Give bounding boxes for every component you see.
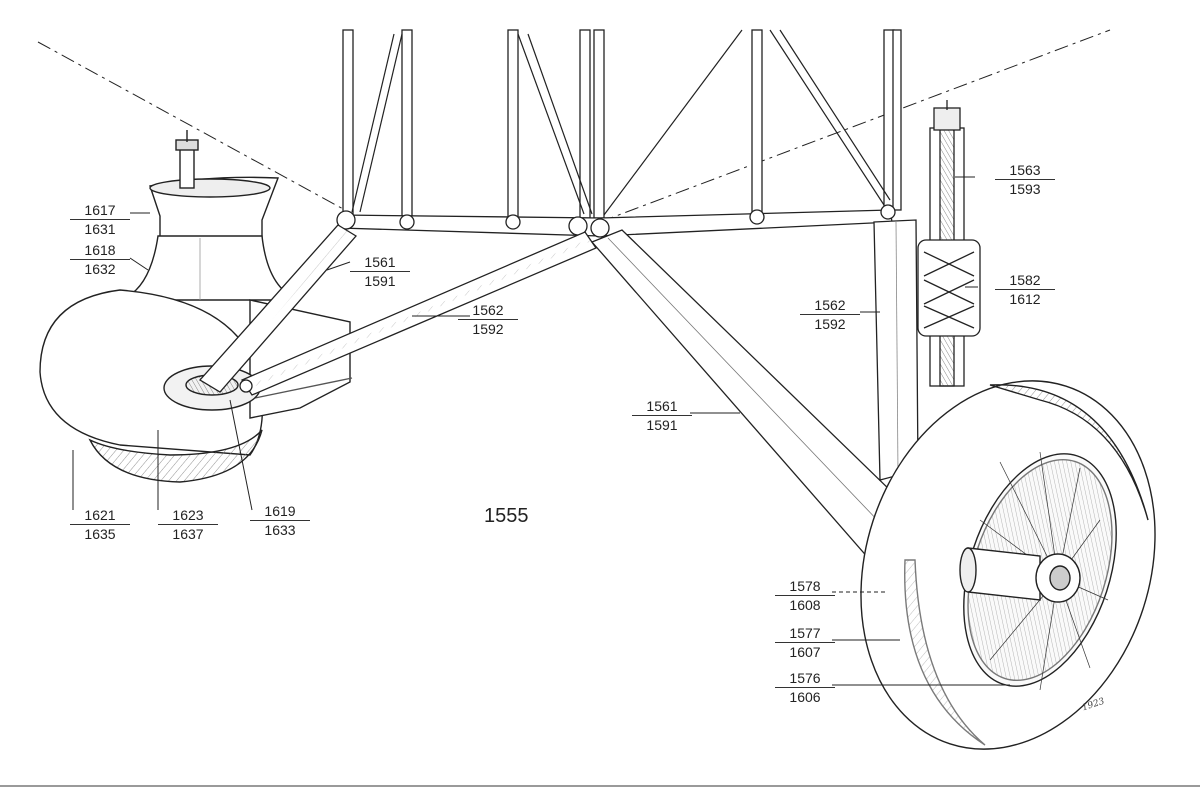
right-struts bbox=[590, 219, 919, 562]
part-number: 1623 bbox=[158, 507, 218, 525]
part-number: 1618 bbox=[70, 242, 130, 260]
callout-1576: 1576 1606 bbox=[775, 670, 835, 705]
alt-part-number: 1607 bbox=[789, 644, 821, 660]
part-number: 1561 bbox=[632, 398, 692, 416]
part-number: 1577 bbox=[775, 625, 835, 643]
part-number: 1582 bbox=[995, 272, 1055, 290]
alt-part-number: 1591 bbox=[364, 273, 396, 289]
callout-1619: 1619 1633 bbox=[250, 503, 310, 538]
alt-part-number: 1631 bbox=[84, 221, 116, 237]
callout-1621: 1621 1635 bbox=[70, 507, 130, 542]
alt-part-number: 1592 bbox=[814, 316, 846, 332]
alt-part-number: 1593 bbox=[1009, 181, 1041, 197]
alt-part-number: 1635 bbox=[84, 526, 116, 542]
part-number: 1561 bbox=[350, 254, 410, 272]
part-number: 1617 bbox=[70, 202, 130, 220]
part-number: 1576 bbox=[775, 670, 835, 688]
callout-1617: 1617 1631 bbox=[70, 202, 130, 237]
part-number: 1562 bbox=[458, 302, 518, 320]
callout-1562-right: 1562 1592 bbox=[800, 297, 860, 332]
alt-part-number: 1633 bbox=[264, 522, 296, 538]
left-float-assembly bbox=[39, 130, 353, 483]
shock-absorber bbox=[917, 100, 981, 387]
callout-1582: 1582 1612 bbox=[995, 272, 1055, 307]
part-number: 1578 bbox=[775, 578, 835, 596]
cross-tube bbox=[336, 204, 896, 238]
callout-1561-left: 1561 1591 bbox=[350, 254, 410, 289]
callout-1577: 1577 1607 bbox=[775, 625, 835, 660]
callout-1618: 1618 1632 bbox=[70, 242, 130, 277]
callout-1563: 1563 1593 bbox=[995, 162, 1055, 197]
alt-part-number: 1591 bbox=[646, 417, 678, 433]
alt-part-number: 1592 bbox=[472, 321, 504, 337]
part-number: 1562 bbox=[800, 297, 860, 315]
centre-lines bbox=[37, 29, 1111, 223]
alt-part-number: 1632 bbox=[84, 261, 116, 277]
fuselage-tubes bbox=[342, 29, 902, 223]
callout-1562-left: 1562 1592 bbox=[458, 302, 518, 337]
callout-1623: 1623 1637 bbox=[158, 507, 218, 542]
alt-part-number: 1608 bbox=[789, 597, 821, 613]
part-number: 1619 bbox=[250, 503, 310, 521]
wheel bbox=[860, 380, 1156, 750]
callout-1561-right: 1561 1591 bbox=[632, 398, 692, 433]
part-number: 1621 bbox=[70, 507, 130, 525]
alt-part-number: 1606 bbox=[789, 689, 821, 705]
alt-part-number: 1637 bbox=[172, 526, 204, 542]
bracing-wires bbox=[351, 29, 891, 216]
bottom-rule bbox=[0, 785, 1200, 787]
figure-number: 1555 bbox=[484, 505, 529, 527]
part-number: 1563 bbox=[995, 162, 1055, 180]
leader-lines bbox=[72, 176, 1010, 686]
callout-1578: 1578 1608 bbox=[775, 578, 835, 613]
alt-part-number: 1612 bbox=[1009, 291, 1041, 307]
